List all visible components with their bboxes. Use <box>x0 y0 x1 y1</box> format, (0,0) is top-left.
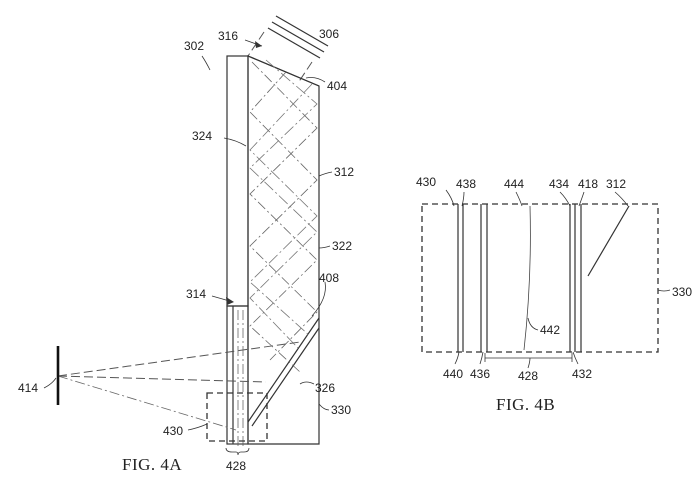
figure-4b-caption: FIG. 4B <box>496 395 555 414</box>
label-430: 430 <box>163 424 183 438</box>
figure-4b: 430 438 444 434 418 312 330 442 440 436 … <box>416 175 692 414</box>
leaders-4a <box>43 39 333 431</box>
plate-314 <box>226 305 249 445</box>
entrance-surface-404 <box>247 55 320 87</box>
label-404: 404 <box>327 79 347 93</box>
label-b-330: 330 <box>672 285 692 299</box>
label-314: 314 <box>186 287 206 301</box>
label-316: 316 <box>218 29 238 43</box>
curve-444-442 <box>523 205 531 351</box>
label-428: 428 <box>226 459 246 473</box>
label-b-438: 438 <box>456 177 476 191</box>
output-beams <box>57 341 301 431</box>
label-b-434: 434 <box>549 177 569 191</box>
label-b-428: 428 <box>518 369 538 383</box>
label-324: 324 <box>192 129 212 143</box>
display-panel-306 <box>267 15 329 59</box>
reflector-326 <box>247 317 320 427</box>
zoom-box-430 <box>206 392 268 442</box>
label-322: 322 <box>332 239 352 253</box>
plate-324 <box>226 55 249 307</box>
label-b-444: 444 <box>504 177 524 191</box>
leaders-4b <box>445 189 671 369</box>
label-408: 408 <box>319 271 339 285</box>
detail-box-430 <box>421 203 659 353</box>
label-b-436: 436 <box>470 367 490 381</box>
label-b-440: 440 <box>443 367 463 381</box>
label-302: 302 <box>184 39 204 53</box>
figure-4a: 302 316 306 404 324 312 322 408 314 414 … <box>18 15 354 474</box>
span-428 <box>484 353 573 362</box>
label-b-432: 432 <box>572 367 592 381</box>
label-b-442: 442 <box>540 323 560 337</box>
output-column-428 <box>225 310 250 456</box>
figure-4a-caption: FIG. 4A <box>122 455 182 474</box>
layers <box>457 204 582 352</box>
label-414: 414 <box>18 381 38 395</box>
label-b-312: 312 <box>606 177 626 191</box>
label-312: 312 <box>334 165 354 179</box>
edge-312 <box>587 205 630 277</box>
label-326: 326 <box>315 381 335 395</box>
label-b-430: 430 <box>416 175 436 189</box>
label-330: 330 <box>331 403 351 417</box>
label-306: 306 <box>319 27 339 41</box>
label-b-418: 418 <box>578 177 598 191</box>
internal-beams <box>249 59 318 373</box>
